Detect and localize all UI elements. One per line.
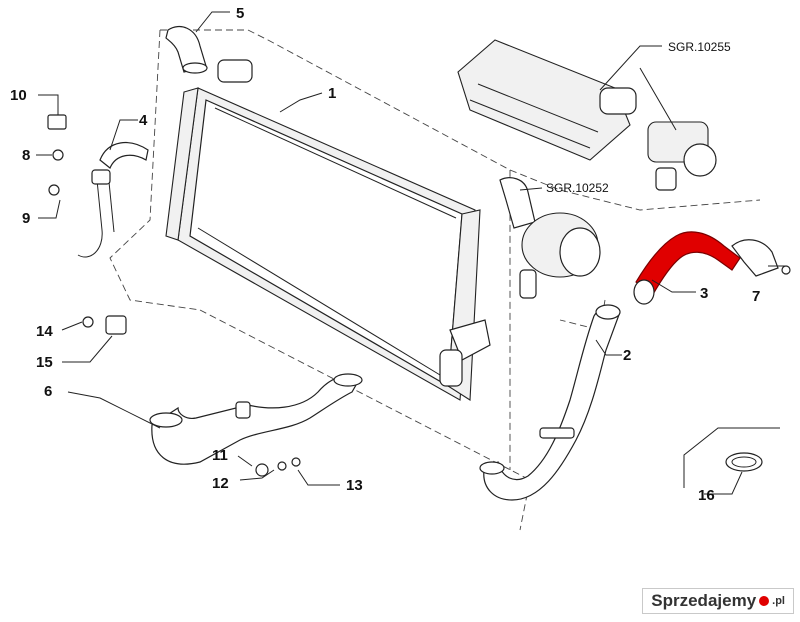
part-9-bolt: [48, 184, 60, 196]
callout-1: 1: [328, 85, 336, 102]
part-13-washer: [291, 457, 301, 467]
watermark-suffix: .pl: [772, 595, 785, 607]
part-8-bolt: [52, 149, 64, 161]
callout-12: 12: [212, 475, 229, 492]
part-2-pipe: [479, 304, 621, 501]
watermark-logo: Sprzedajemy .pl: [642, 588, 794, 614]
callout-8: 8: [22, 147, 30, 164]
callout-16: 16: [698, 487, 715, 504]
part-10-clip: [47, 114, 67, 130]
callout-5: 5: [236, 5, 244, 22]
part-14-bolt: [82, 316, 94, 328]
hose-dash: [559, 299, 606, 331]
intake-manifold: [457, 39, 637, 161]
callout-13: 13: [346, 477, 363, 494]
callout-2: 2: [623, 347, 631, 364]
watermark-text: Sprzedajemy: [651, 591, 757, 610]
part-3-hose: [633, 231, 791, 305]
manifold-dash: [509, 169, 761, 211]
callout-15: 15: [36, 354, 53, 371]
callout-11: 11: [212, 447, 228, 464]
callout-7: 7: [752, 288, 760, 305]
part-16-clamp: [683, 427, 780, 488]
part-6-lower-hose: [149, 373, 363, 465]
callout-10: 10: [10, 87, 27, 104]
part-15-mount: [105, 315, 127, 335]
watermark-dot-icon: [759, 596, 770, 606]
turbocharger: [499, 177, 601, 299]
assembly-outline-left: [109, 29, 201, 311]
callout-9: 9: [22, 210, 30, 227]
assembly-outline: [160, 29, 511, 470]
ref-manifold: SGR.10255: [668, 40, 731, 54]
part-5-elbow: [165, 25, 208, 74]
callout-3: 3: [700, 285, 708, 302]
throttle-body: [647, 121, 717, 191]
callout-14: 14: [36, 323, 53, 340]
part-11-bolt: [255, 463, 269, 477]
assembly-outline-bottom: [199, 309, 531, 531]
leader-lines: [36, 11, 786, 495]
intercooler: [165, 59, 491, 401]
callout-4: 4: [139, 112, 148, 129]
part-12-washer: [277, 461, 287, 471]
callout-6: 6: [44, 383, 52, 400]
part-4-hose: [77, 142, 149, 258]
ref-turbo: SGR.10252: [546, 181, 609, 195]
